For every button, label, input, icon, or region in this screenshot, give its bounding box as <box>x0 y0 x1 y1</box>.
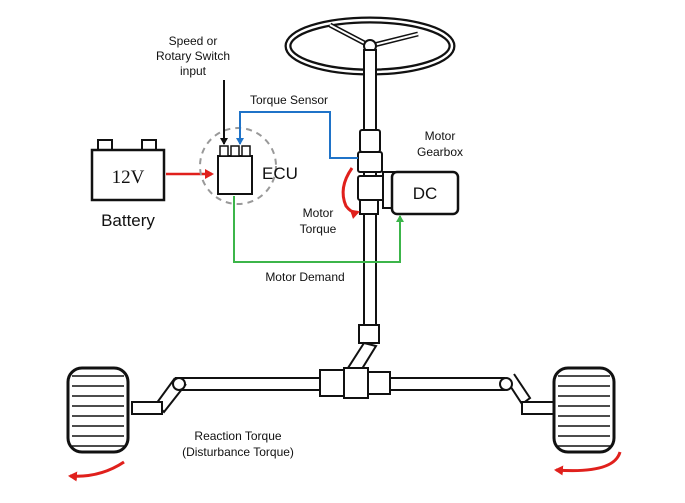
right-reaction-arrow <box>554 451 622 476</box>
speed-input-label-line3: input <box>180 64 207 78</box>
left-wheel <box>66 366 130 454</box>
steering-column <box>346 49 387 374</box>
motor-gearbox-label-line2: Gearbox <box>417 145 463 159</box>
battery: 12V <box>90 139 166 202</box>
motor-torque-label-line2: Torque <box>300 222 337 236</box>
right-wheel <box>552 366 616 454</box>
reaction-torque-label-line2: (Disturbance Torque) <box>182 445 294 459</box>
reaction-torque-label-line1: Reaction Torque <box>194 429 281 443</box>
speed-input-label-line1: Speed or <box>169 34 218 48</box>
motor-gearbox-label-line1: Motor <box>425 129 456 143</box>
motor-torque-arrow <box>341 167 360 219</box>
battery-voltage-label: 12V <box>112 167 145 188</box>
ecu-label: ECU <box>262 164 298 183</box>
motor-dc-label: DC <box>413 184 438 203</box>
battery-label: Battery <box>101 211 155 230</box>
motor-gearbox: DC <box>382 170 460 216</box>
motor-torque-label-line1: Motor <box>303 206 334 220</box>
motor-demand-line <box>233 196 404 263</box>
left-reaction-arrow <box>68 460 125 482</box>
torque-sensor-line <box>236 111 358 159</box>
motor-demand-label: Motor Demand <box>265 270 344 284</box>
steering-rack <box>131 367 555 415</box>
ecu <box>199 127 277 205</box>
speed-input-label-line2: Rotary Switch <box>156 49 230 63</box>
torque-sensor-label: Torque Sensor <box>250 93 328 107</box>
